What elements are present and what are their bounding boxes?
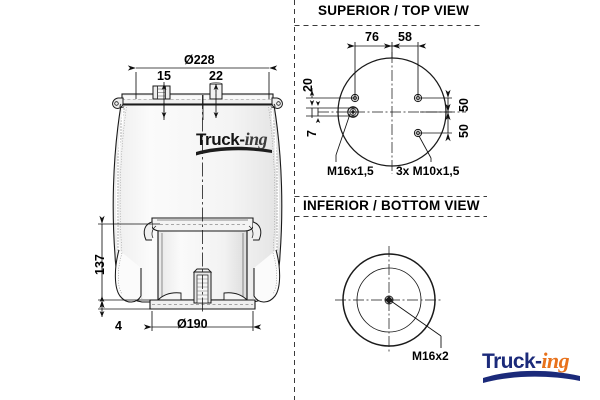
brand-swoosh (483, 370, 580, 383)
watermark-logo: Truck-ing (196, 129, 268, 149)
brand-logo: Truck-ing (482, 348, 570, 373)
dim-label-top-58: 58 (398, 30, 412, 44)
main-view-dimensions (98, 65, 278, 331)
dim-label-dia-top: Ø228 (184, 53, 215, 67)
dim-label-top-50-upper: 50 (457, 98, 471, 112)
callout-3x-m10x15: 3x M10x1,5 (396, 164, 460, 178)
dim-label-top-20: 20 (301, 78, 315, 92)
dim-label-offset-22: 22 (209, 69, 223, 83)
dim-label-top-50-lower: 50 (457, 124, 471, 138)
callout-m16x2: M16x2 (412, 349, 449, 363)
callout-m16x15: M16x1,5 (327, 164, 374, 178)
watermark-logo-text-accent: ing (244, 129, 268, 149)
top-view-geometry (318, 52, 466, 174)
panel-dividers (294, 0, 487, 400)
dim-label-height-137: 137 (93, 254, 107, 275)
dim-label-top-7: 7 (305, 130, 319, 137)
watermark-logo-text-primary: Truck- (196, 130, 245, 149)
top-view-title: SUPERIOR / TOP VIEW (318, 3, 470, 18)
dim-label-height-4: 4 (115, 319, 122, 333)
dim-label-top-76: 76 (365, 30, 379, 44)
dim-label-offset-15: 15 (157, 69, 171, 83)
bottom-view-geometry (335, 246, 443, 354)
brand-logo-text-primary: Truck- (482, 350, 542, 373)
watermark-swoosh (196, 146, 272, 156)
brand-logo-text-accent: ing (541, 348, 569, 373)
main-elevation-geometry (112, 82, 283, 313)
top-view-dimensions (306, 42, 452, 142)
bottom-view-title: INFERIOR / BOTTOM VIEW (303, 198, 480, 213)
dim-label-dia-bottom: Ø190 (177, 317, 208, 331)
